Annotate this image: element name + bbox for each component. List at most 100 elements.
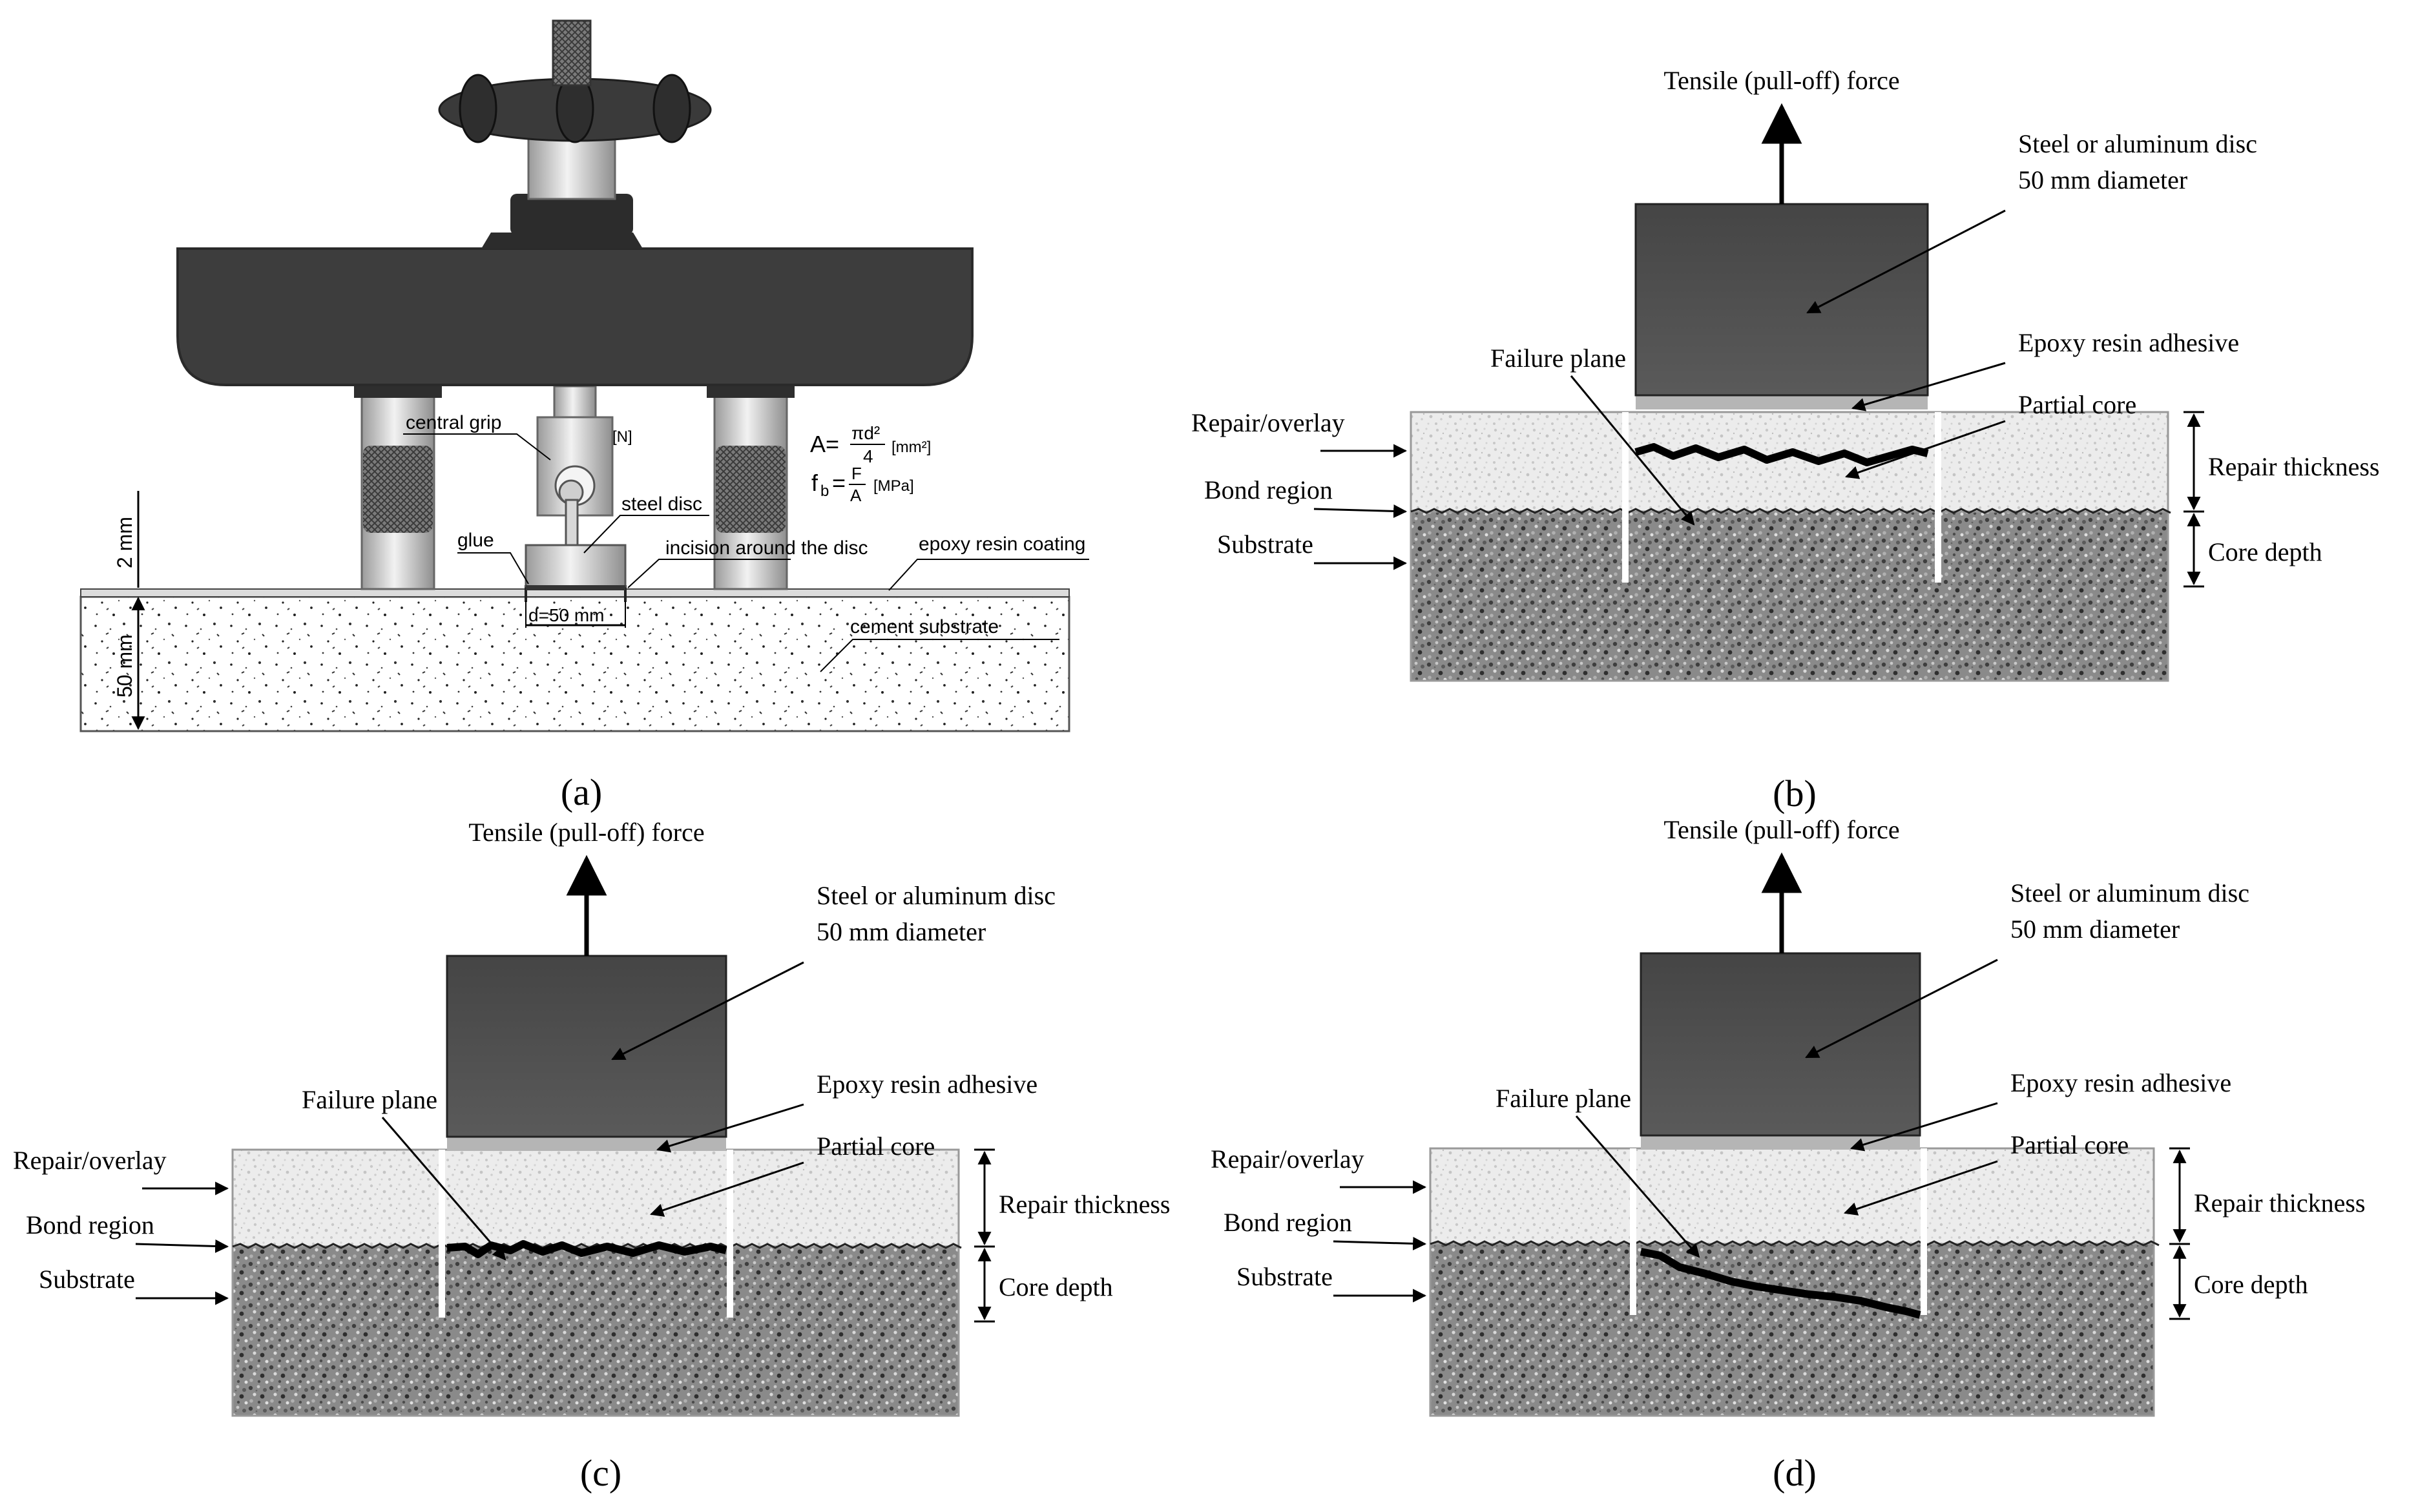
label-failure-plane: Failure plane: [1496, 1084, 1631, 1113]
leader-failure: [1575, 1115, 1700, 1258]
leader-disc: [611, 961, 804, 1061]
right-leg-knurl: [716, 446, 786, 533]
label-steel-disc: steel disc: [621, 493, 702, 515]
core-slot-right: [1921, 1148, 1927, 1315]
core-slot-left: [1622, 412, 1629, 583]
leader-bond: [1313, 504, 1408, 518]
failure-crack: [1634, 443, 1929, 466]
label-tensile-force: Tensile (pull-off) force: [1663, 66, 1899, 95]
steel-disc: [525, 544, 627, 588]
leader-central-grip: [403, 433, 551, 461]
leader-failure: [381, 1117, 506, 1261]
steel-disc-block: [446, 955, 727, 1138]
formula-area-numerator: πd²: [851, 423, 880, 443]
repair-overlay-layer: [231, 1148, 960, 1248]
formula-area: A= πd² 4 [mm²]: [810, 423, 931, 466]
substrate-layer: [1410, 510, 2169, 682]
caption-d: (d): [1773, 1452, 1817, 1494]
formula-strength-lhs: f: [811, 470, 818, 496]
leader-bond: [1333, 1236, 1427, 1250]
substrate-layer: [231, 1245, 960, 1417]
label-epoxy-coating: epoxy resin coating: [919, 533, 1086, 555]
label-core-depth: Core depth: [999, 1272, 1113, 1301]
leader-adhesive: [1850, 1102, 1998, 1152]
formula-strength-numerator: F: [851, 464, 862, 483]
leader-disc: [1805, 958, 1998, 1059]
label-central-grip: central grip: [406, 412, 501, 433]
leader-core: [650, 1161, 804, 1217]
leader-adhesive: [656, 1103, 804, 1153]
frame-boss: [481, 233, 643, 249]
epoxy-adhesive-layer: [1636, 395, 1928, 409]
label-disc-line-2: 50 mm diameter: [2010, 915, 2180, 944]
steel-disc-block: [1640, 952, 1921, 1137]
epoxy-adhesive-layer: [447, 1137, 726, 1151]
cement-substrate: [79, 595, 1070, 732]
label-repair-thickness: Repair thickness: [2194, 1188, 2366, 1217]
failure-crack: [446, 1240, 727, 1258]
label-epoxy-adhesive: Epoxy resin adhesive: [817, 1070, 1037, 1099]
label-disc-line-1: Steel or aluminum disc: [2018, 129, 2257, 158]
top-frame: [176, 247, 974, 386]
label-tensile-force: Tensile (pull-off) force: [468, 818, 704, 847]
right-leg-cap: [707, 385, 795, 398]
label-failure-plane: Failure plane: [1490, 344, 1626, 373]
bond-line: [232, 1243, 962, 1249]
leader-bond: [135, 1239, 229, 1253]
label-bond-region: Bond region: [1204, 475, 1333, 504]
handwheel-knob-left: [459, 74, 497, 143]
spindle-sleeve: [527, 133, 616, 200]
leader-core: [1844, 1160, 1998, 1216]
label-epoxy-adhesive: Epoxy resin adhesive: [2010, 1068, 2231, 1097]
threaded-rod: [552, 19, 592, 87]
failure-crack: [1640, 1248, 1921, 1319]
label-cement: cement substrate: [850, 616, 999, 637]
formula-strength-denominator: A: [850, 486, 862, 505]
leader-disc: [1806, 209, 2006, 314]
glue-layer: [526, 585, 625, 590]
core-slot-right: [1935, 412, 1941, 583]
bond-line: [1430, 1240, 2160, 1247]
label-repair-overlay: Repair/overlay: [1191, 408, 1345, 437]
label-diameter: d=50 mm: [528, 605, 605, 625]
core-slot-left: [439, 1150, 445, 1318]
epoxy-adhesive-layer: [1641, 1135, 1920, 1150]
label-bond-region: Bond region: [1224, 1208, 1352, 1237]
label-partial-core: Partial core: [2018, 390, 2136, 419]
leader-core: [1845, 420, 2006, 479]
central-shaft: [553, 385, 597, 420]
formula-area-unit: [mm²]: [891, 439, 931, 456]
left-leg-knurl: [363, 446, 433, 533]
caption-b: (b): [1773, 772, 1817, 814]
left-leg-cap: [354, 385, 442, 398]
formula-strength: f b = F A [MPa]: [811, 464, 914, 505]
label-partial-core: Partial core: [2010, 1130, 2129, 1159]
repair-overlay-layer: [1429, 1147, 2155, 1245]
leader-epoxy: [888, 559, 1089, 591]
label-bond-region: Bond region: [26, 1210, 154, 1239]
label-epoxy-adhesive: Epoxy resin adhesive: [2018, 328, 2239, 357]
substrate-layer: [1429, 1243, 2155, 1417]
label-incision: incision around the disc: [665, 537, 868, 559]
label-substrate: Substrate: [39, 1265, 135, 1294]
label-tensile-force: Tensile (pull-off) force: [1663, 815, 1899, 844]
label-core-depth: Core depth: [2208, 537, 2322, 566]
formula-area-denominator: 4: [863, 446, 873, 466]
steel-disc-block: [1634, 203, 1929, 397]
formula-strength-eq: =: [832, 470, 846, 496]
label-disc-line-2: 50 mm diameter: [817, 917, 986, 946]
leader-steel-disc: [583, 515, 709, 554]
formula-area-lhs: A=: [810, 431, 839, 457]
core-slot-right: [727, 1150, 733, 1318]
bond-line: [1410, 508, 2171, 514]
label-repair-overlay: Repair/overlay: [13, 1146, 167, 1175]
label-partial-core: Partial core: [817, 1132, 935, 1161]
formula-strength-unit: [MPa]: [873, 477, 914, 495]
disc-stem: [565, 499, 579, 548]
dim-label-2mm: 2 mm: [113, 517, 136, 568]
label-disc-line-1: Steel or aluminum disc: [2010, 878, 2249, 907]
